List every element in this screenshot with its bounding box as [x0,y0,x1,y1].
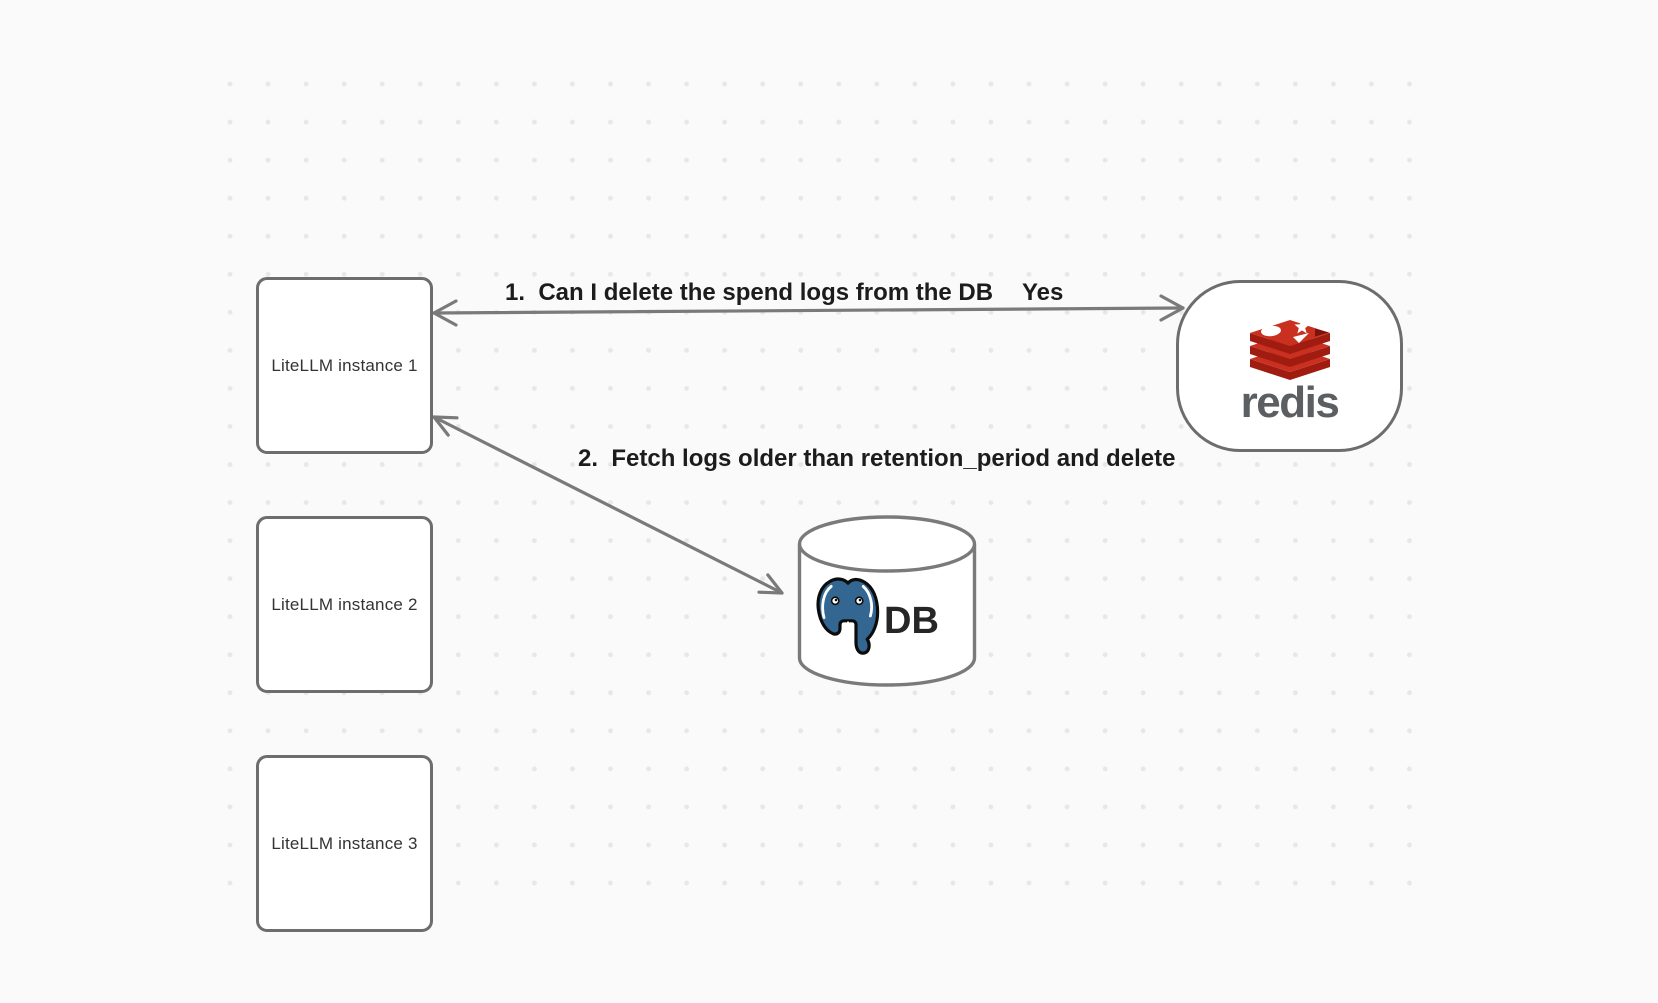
arrow-2-label: 2. Fetch logs older than retention_perio… [578,445,1176,472]
redis-wordmark: redis [1240,377,1340,427]
redis-logo-icon [1249,318,1330,380]
node-label: LiteLLM instance 2 [271,594,418,614]
node-label: LiteLLM instance 1 [271,355,418,375]
node-redis: redis [1176,280,1403,452]
arrow-1-answer: Yes [1022,279,1064,306]
node-litellm-instance-2: LiteLLM instance 2 [256,516,433,693]
postgresql-elephant-icon [816,577,880,655]
node-litellm-instance-1: LiteLLM instance 1 [256,277,433,454]
arrow-1-label: 1. Can I delete the spend logs from the … [505,279,994,306]
node-litellm-instance-3: LiteLLM instance 3 [256,755,433,932]
node-label: LiteLLM instance 3 [271,833,418,853]
db-label: DB [884,600,939,642]
